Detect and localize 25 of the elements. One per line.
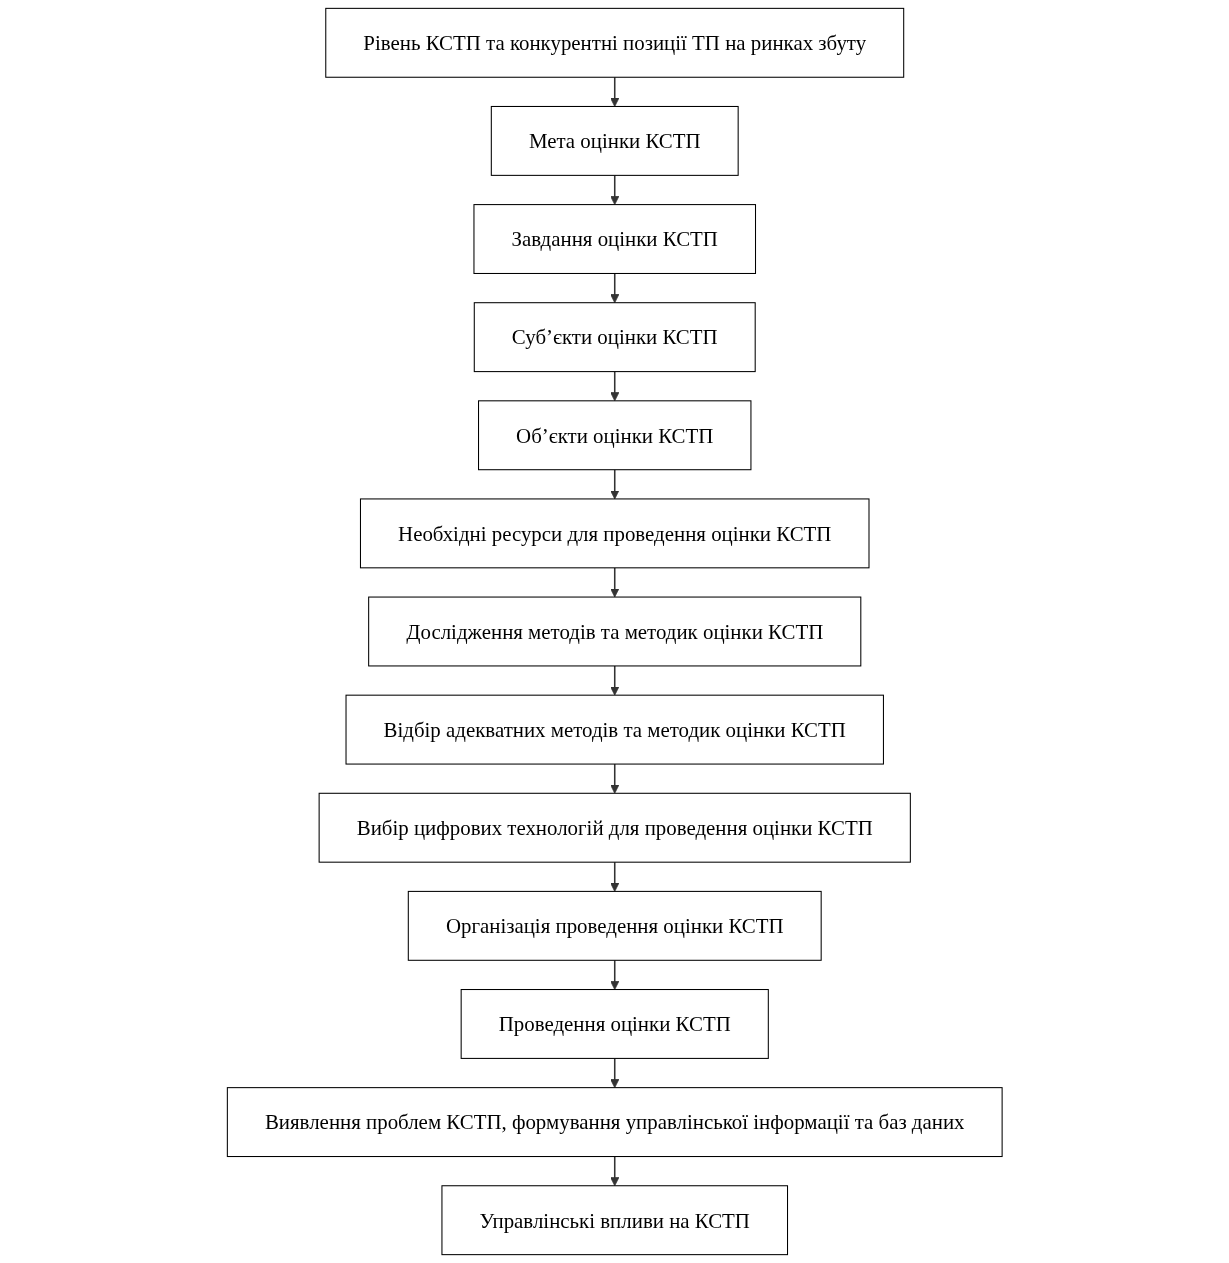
arrow bbox=[609, 763, 620, 794]
node-box: Виявлення проблем КСТП, формування управлінської інформації та баз даних bbox=[226, 1087, 1003, 1158]
arrow bbox=[609, 959, 620, 990]
arrow bbox=[609, 174, 620, 205]
arrow bbox=[609, 1057, 620, 1089]
arrow bbox=[609, 272, 620, 304]
node-box: Дослідження методів та методик оцінки КСТП bbox=[367, 596, 862, 667]
node-box: Організація проведення оцінки КСТП bbox=[407, 890, 822, 961]
node-box: Вибір цифрових технологій для проведення оцінки КСТП bbox=[318, 792, 911, 863]
node-box: Відбір адекватних методів та методик оцінки КСТП bbox=[345, 694, 884, 765]
arrow bbox=[609, 861, 620, 892]
arrow bbox=[609, 76, 620, 107]
node-box: Мета оцінки КСТП bbox=[490, 105, 739, 176]
arrow bbox=[609, 468, 620, 500]
node-box: Необхідні ресурси для проведення оцінки КСТП bbox=[359, 498, 870, 569]
node-box: Суб’єкти оцінки КСТП bbox=[473, 302, 756, 373]
node-box: Управлінські впливи на КСТП bbox=[441, 1185, 788, 1256]
node-box: Проведення оцінки КСТП bbox=[460, 989, 769, 1059]
arrow bbox=[609, 665, 620, 696]
arrow bbox=[609, 567, 620, 598]
node-box: Рівень КСТП та конкурентні позиції ТП на ринках збуту bbox=[325, 7, 904, 78]
arrow bbox=[609, 370, 620, 402]
arrow bbox=[609, 1155, 620, 1187]
node-box: Завдання оцінки КСТП bbox=[473, 204, 756, 274]
node-box: Об’єкти оцінки КСТП bbox=[477, 400, 752, 471]
